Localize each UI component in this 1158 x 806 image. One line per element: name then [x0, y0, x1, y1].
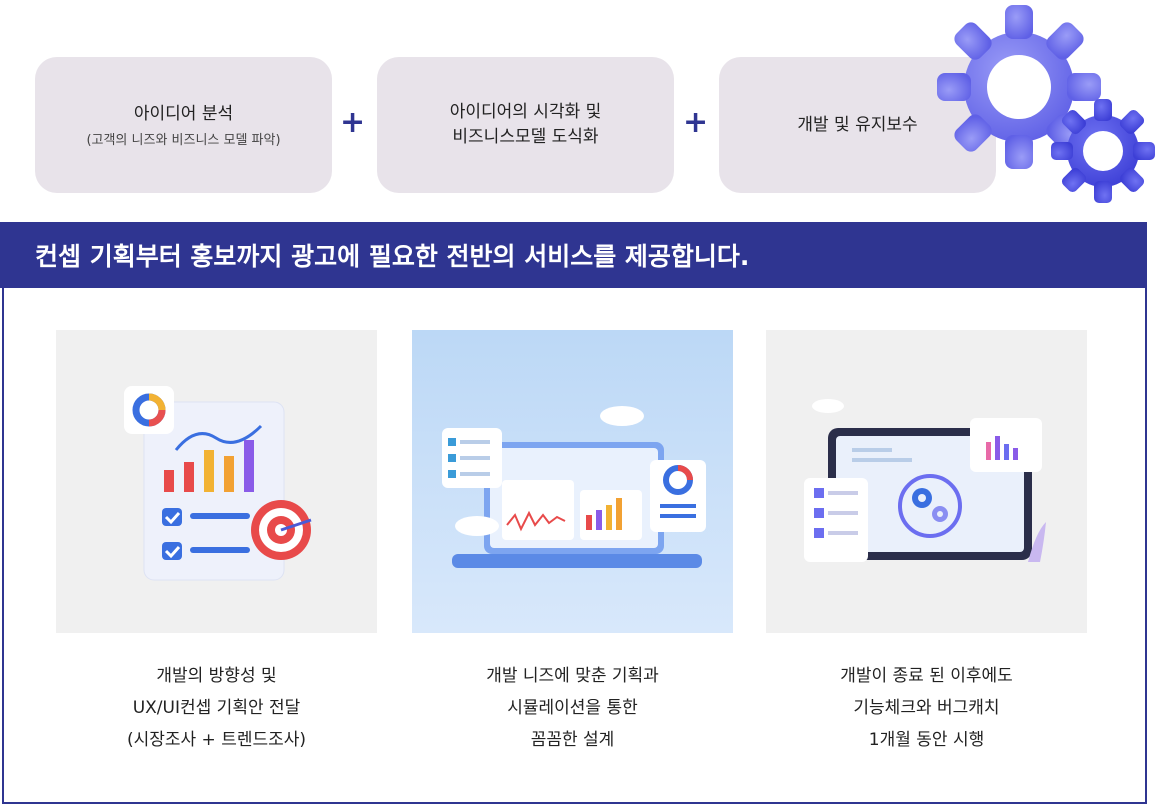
card-maintenance-illustration	[766, 330, 1087, 633]
services-frame	[2, 222, 1147, 804]
step-subtitle: (고객의 니즈와 비즈니스 모델 파악)	[86, 133, 281, 148]
caption-line: 꼼꼼한 설계	[530, 730, 615, 750]
caption-line: 개발이 종료 된 이후에도	[840, 666, 1013, 686]
step-title: 개발 및 유지보수	[797, 114, 918, 135]
step-line-2: 비즈니스모델 도식화	[452, 127, 599, 147]
card-design-illustration	[412, 330, 733, 633]
step-title: 아이디어 분석	[133, 104, 234, 124]
plus-sign: +	[683, 105, 709, 140]
card-planning-illustration	[56, 330, 377, 633]
card-caption: 개발이 종료 된 이후에도 기능체크와 버그캐치 1개월 동안 시행	[766, 660, 1087, 756]
step-visualization: 아이디어의 시각화 및 비즈니스모델 도식화	[377, 57, 674, 193]
plus-sign: +	[340, 105, 366, 140]
card-caption: 개발 니즈에 맞춘 기획과 시뮬레이션을 통한 꼼꼼한 설계	[412, 660, 733, 756]
services-banner: 컨셉 기획부터 홍보까지 광고에 필요한 전반의 서비스를 제공합니다.	[0, 222, 1147, 288]
caption-line: 시뮬레이션을 통한	[507, 698, 638, 718]
caption-line: (시장조사 + 트렌드조사)	[126, 730, 307, 750]
card-caption: 개발의 방향성 및 UX/UI컨셉 기획안 전달 (시장조사 + 트렌드조사)	[56, 660, 377, 756]
caption-line: UX/UI컨셉 기획안 전달	[132, 698, 301, 718]
caption-line: 1개월 동안 시행	[868, 730, 985, 750]
caption-line: 기능체크와 버그캐치	[853, 698, 1000, 718]
step-line-1: 아이디어의 시각화 및	[449, 102, 602, 122]
gear-icon	[1051, 99, 1155, 203]
step-idea-analysis: 아이디어 분석 (고객의 니즈와 비즈니스 모델 파악)	[35, 57, 332, 193]
caption-line: 개발의 방향성 및	[156, 666, 277, 686]
caption-line: 개발 니즈에 맞춘 기획과	[486, 666, 659, 686]
